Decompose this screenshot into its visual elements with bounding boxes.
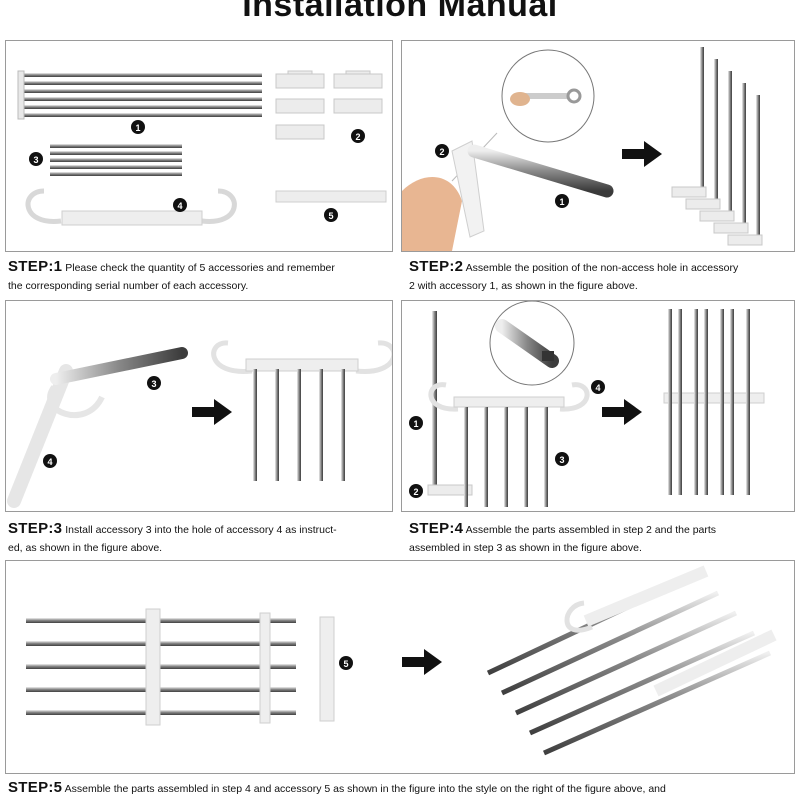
callout-4: 4 [173, 198, 187, 212]
callout-5: 5 [324, 208, 338, 222]
callout-1: 1 [555, 194, 569, 208]
arrow-icon [622, 141, 662, 167]
hand [402, 177, 462, 251]
long-rods [17, 70, 262, 120]
arrow-icon [402, 649, 442, 675]
panel-step-1: 1 2 3 4 5 [5, 40, 393, 252]
callout-2: 2 [409, 484, 423, 498]
panel-step-4: 1 2 3 4 [401, 300, 795, 512]
svg-text:4: 4 [177, 201, 182, 211]
svg-text:4: 4 [595, 383, 600, 393]
svg-text:5: 5 [328, 211, 333, 221]
step-5-text: STEP:5 Assemble the parts assembled in s… [8, 779, 666, 796]
svg-text:3: 3 [151, 379, 156, 389]
step-4-text: STEP:4 Assemble the parts assembled in s… [409, 520, 717, 554]
callout-3: 3 [555, 452, 569, 466]
svg-text:3: 3 [559, 455, 564, 465]
l-rods [671, 47, 763, 246]
callout-2: 2 [351, 129, 365, 143]
svg-text:5: 5 [343, 659, 348, 669]
svg-text:3: 3 [33, 155, 38, 165]
arrow-icon [192, 399, 232, 425]
callout-5: 5 [339, 656, 353, 670]
callout-4: 4 [43, 454, 57, 468]
svg-text:1: 1 [559, 197, 564, 207]
connector-strip [275, 190, 387, 203]
svg-text:2: 2 [355, 132, 360, 142]
callout-1: 1 [131, 120, 145, 134]
step-4-illustration: 1 2 3 4 [409, 301, 765, 507]
step-3-illustration: 3 4 [7, 340, 392, 508]
page-title: Installation Manual [242, 0, 558, 24]
connector-strip [319, 616, 335, 722]
callout-2: 2 [435, 144, 449, 158]
panel-step-2: 2 1 [401, 40, 795, 252]
callout-4: 4 [591, 380, 605, 394]
step-5-illustration: 5 [26, 565, 777, 756]
corner-pieces [275, 70, 383, 140]
svg-text:4: 4 [47, 457, 52, 467]
panel-step-5: 5 [5, 560, 795, 774]
final-hanger [486, 565, 777, 756]
accessories-illustration: 1 2 3 4 5 [17, 70, 387, 226]
callout-1: 1 [409, 416, 423, 430]
arrow-icon [602, 399, 642, 425]
step-2-text: STEP:2 Assemble the position of the non-… [409, 258, 739, 292]
callout-3: 3 [147, 376, 161, 390]
step-1-text: STEP:1 Please check the quantity of 5 ac… [8, 258, 335, 292]
callout-3: 3 [29, 152, 43, 166]
step-2-illustration: 2 1 [402, 47, 763, 251]
svg-text:1: 1 [135, 123, 140, 133]
svg-text:2: 2 [413, 487, 418, 497]
hook-bar [25, 188, 237, 224]
short-rods [50, 144, 182, 176]
step-3-text: STEP:3 Install accessory 3 into the hole… [8, 520, 337, 554]
panel-step-3: 3 4 [5, 300, 393, 512]
svg-text:1: 1 [413, 419, 418, 429]
svg-text:2: 2 [439, 147, 444, 157]
assembled-rods [26, 608, 296, 726]
